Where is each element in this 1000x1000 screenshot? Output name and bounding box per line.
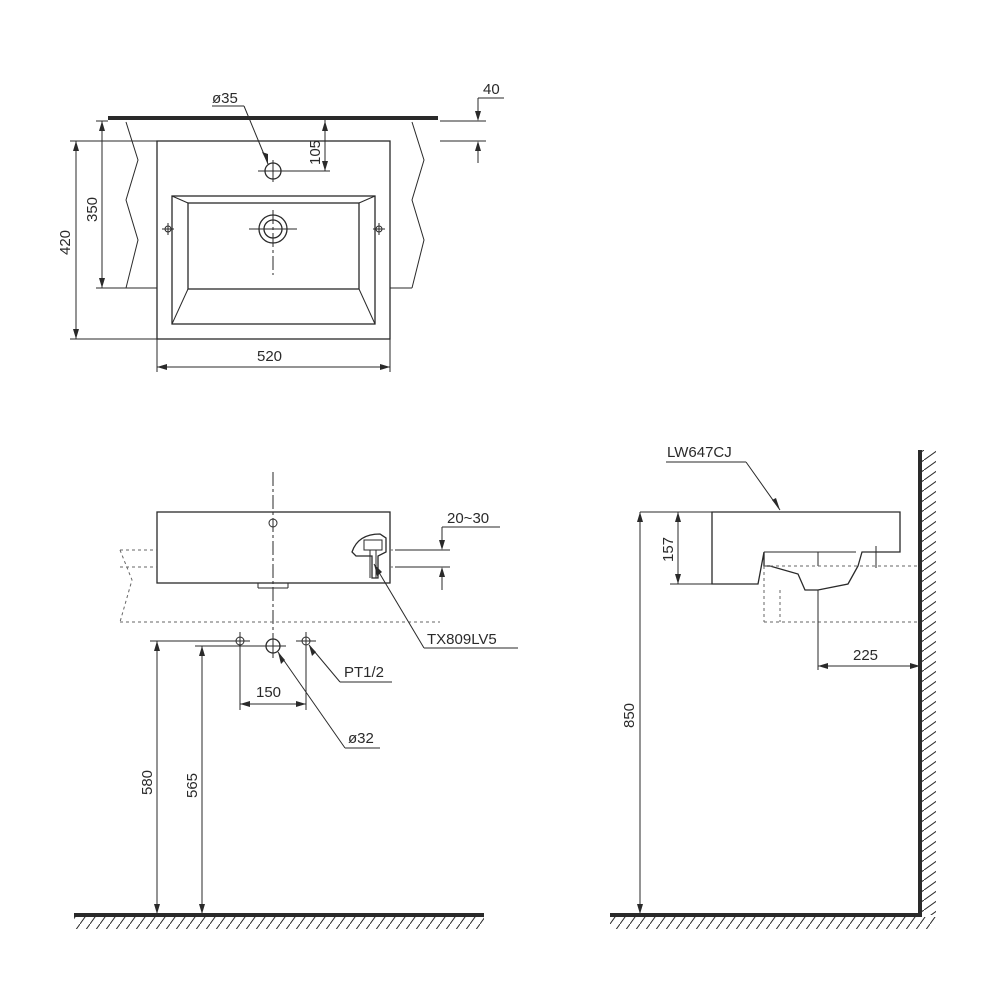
drain-pipe-icon bbox=[260, 634, 286, 658]
screw-right-icon bbox=[373, 223, 385, 235]
supply-right-icon bbox=[296, 632, 316, 650]
bowl-corner-br bbox=[358, 288, 376, 325]
side-floor-hatch bbox=[610, 917, 936, 929]
bowl-outer bbox=[171, 195, 376, 325]
break-line-right bbox=[411, 121, 425, 289]
basin-model-label: LW647CJ bbox=[667, 444, 732, 461]
drain-to-wall-label: 225 bbox=[853, 647, 878, 664]
supply-spacing-label: 150 bbox=[256, 684, 281, 701]
drain-diameter-label: ø32 bbox=[348, 730, 374, 747]
supply-left-icon bbox=[230, 632, 250, 650]
faucet-model-label: TX809LV5 bbox=[427, 631, 497, 648]
counter-height-label: 850 bbox=[621, 703, 638, 728]
screw-left-icon bbox=[162, 223, 174, 235]
front-view: 20~30 TX809LV5 PT1/2 bbox=[74, 472, 518, 929]
inner-depth-label: 350 bbox=[84, 197, 101, 222]
bowl-corner-tl bbox=[171, 195, 189, 204]
basin-outline bbox=[156, 140, 391, 340]
hole-diameter-label: ø35 bbox=[212, 90, 238, 107]
side-basin bbox=[711, 511, 901, 591]
supply-height-label: 580 bbox=[139, 770, 156, 795]
drain-height-label: 565 bbox=[184, 773, 201, 798]
top-view: ø35 40 105 350 420 5 bbox=[57, 81, 504, 372]
width-label: 520 bbox=[257, 348, 282, 365]
counter-thickness-label: 40 bbox=[483, 81, 500, 98]
counter-range-label: 20~30 bbox=[447, 510, 489, 527]
front-floor-hatch bbox=[74, 917, 484, 929]
hole-offset-label: 105 bbox=[307, 140, 324, 165]
break-line-left bbox=[125, 121, 139, 289]
basin-height-label: 157 bbox=[660, 537, 677, 562]
bowl-corner-tr bbox=[358, 195, 376, 204]
wall-hatch bbox=[922, 450, 936, 915]
bowl-corner-bl bbox=[171, 288, 189, 325]
front-basin bbox=[156, 511, 391, 584]
faucet-icon bbox=[351, 533, 387, 579]
side-view: LW647CJ 157 225 850 bbox=[610, 444, 936, 929]
total-depth-label: 420 bbox=[57, 230, 74, 255]
pipe-thread-label: PT1/2 bbox=[344, 664, 384, 681]
bowl-inner bbox=[187, 202, 360, 290]
